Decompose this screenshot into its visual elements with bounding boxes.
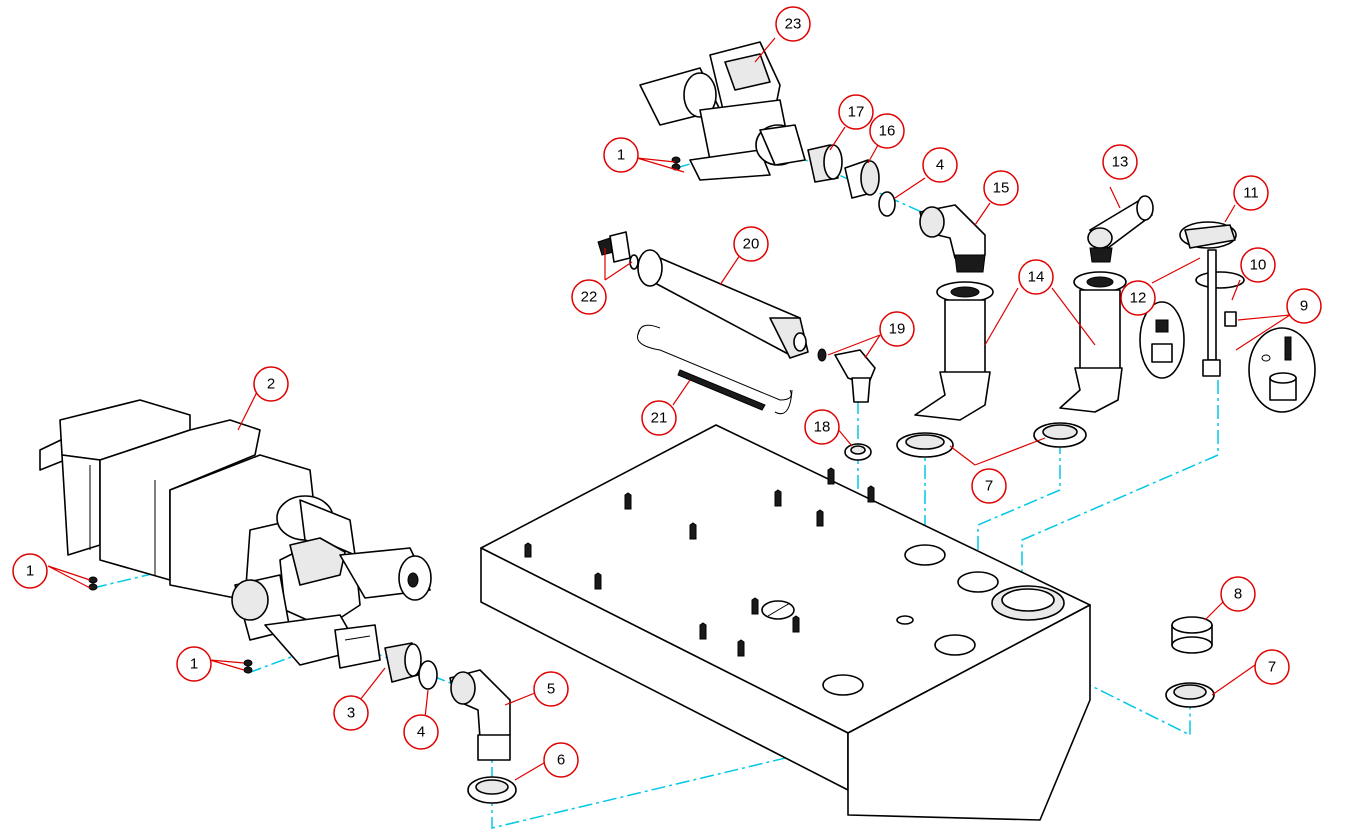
callout-20-label: 20 xyxy=(743,236,760,253)
callout-14: 14 xyxy=(1018,259,1054,295)
callout-13: 13 xyxy=(1102,144,1138,180)
callout-6: 6 xyxy=(543,742,579,778)
callout-16-label: 16 xyxy=(879,123,896,140)
callout-18-label: 18 xyxy=(814,419,831,436)
callout-1-lower-label: 1 xyxy=(190,656,198,673)
part-6-flange xyxy=(467,776,517,804)
callout-7-right-label: 7 xyxy=(1268,659,1276,676)
callout-18: 18 xyxy=(804,409,840,445)
part-13-elbow xyxy=(1087,195,1154,263)
callout-15: 15 xyxy=(983,170,1019,206)
callout-4-upper-label: 4 xyxy=(936,157,944,174)
callout-15-label: 15 xyxy=(993,180,1010,197)
callout-4-lower-label: 4 xyxy=(417,724,425,741)
callout-1-top-label: 1 xyxy=(617,147,625,164)
tank-studs xyxy=(524,467,875,657)
part-12-fitting xyxy=(1139,301,1185,379)
part-4-oring-lower xyxy=(418,660,438,690)
part-11-level-sender xyxy=(1179,221,1245,377)
callout-11: 11 xyxy=(1233,175,1269,211)
callout-21: 21 xyxy=(641,400,677,436)
callout-12-label: 12 xyxy=(1130,290,1147,307)
callout-1-left: 1 xyxy=(12,553,48,589)
callout-14-label: 14 xyxy=(1028,269,1045,286)
part-5-elbow xyxy=(449,669,511,761)
part-7-flange-b xyxy=(1033,422,1087,448)
callout-8-label: 8 xyxy=(1234,586,1242,603)
part-23-pump xyxy=(639,41,806,181)
callout-9-label: 9 xyxy=(1300,298,1308,315)
macerator-pump-assembly xyxy=(39,399,432,669)
callout-21-label: 21 xyxy=(651,410,668,427)
part-17-coupling xyxy=(807,144,843,183)
callout-2-label: 2 xyxy=(267,376,275,393)
callout-1-left-label: 1 xyxy=(26,563,34,580)
part-9-float xyxy=(1248,327,1316,413)
callout-23: 23 xyxy=(775,6,811,42)
callout-23-label: 23 xyxy=(785,16,802,33)
callout-4-lower: 4 xyxy=(403,714,439,750)
callout-13-label: 13 xyxy=(1112,154,1129,171)
part-20-filter xyxy=(637,249,809,359)
holding-tank xyxy=(480,424,1091,821)
callout-8: 8 xyxy=(1220,576,1256,612)
callout-19: 19 xyxy=(879,311,915,347)
part-16-nut xyxy=(844,159,880,199)
callout-22: 22 xyxy=(571,279,607,315)
callout-17-label: 17 xyxy=(848,104,865,121)
callout-7-right: 7 xyxy=(1254,649,1290,685)
part-8-cap xyxy=(1171,616,1213,654)
part-14-pipe-right xyxy=(1059,271,1127,413)
callout-9: 9 xyxy=(1286,288,1322,324)
callout-6-label: 6 xyxy=(557,752,565,769)
callout-2: 2 xyxy=(253,366,289,402)
callout-17: 17 xyxy=(838,94,874,130)
part-7-flange-c xyxy=(1165,682,1215,708)
callout-1-top: 1 xyxy=(603,137,639,173)
part-15-elbow xyxy=(919,204,986,273)
callout-7-top-label: 7 xyxy=(985,478,993,495)
part-3-threaded-coupling xyxy=(384,642,422,683)
callout-5: 5 xyxy=(533,671,569,707)
callout-22-label: 22 xyxy=(581,289,598,306)
callout-20: 20 xyxy=(733,226,769,262)
callout-11-label: 11 xyxy=(1243,185,1259,202)
callout-1-lower: 1 xyxy=(176,646,212,682)
part-4-oring-upper xyxy=(878,191,896,217)
callout-10-label: 10 xyxy=(1250,257,1267,274)
part-18-grommet xyxy=(844,443,872,461)
callout-5-label: 5 xyxy=(547,681,555,698)
callout-leaders xyxy=(47,37,1291,781)
callout-7-top: 7 xyxy=(971,468,1007,504)
callout-16: 16 xyxy=(869,113,905,149)
part-21-bracket xyxy=(637,324,793,415)
part-7-flange-a xyxy=(896,432,954,458)
callout-4-upper: 4 xyxy=(922,147,958,183)
part-14-pipe-left xyxy=(914,281,994,421)
callout-12: 12 xyxy=(1120,280,1156,316)
callout-3: 3 xyxy=(333,695,369,731)
callout-10: 10 xyxy=(1240,247,1276,283)
part-22-fittings xyxy=(597,231,639,270)
callout-3-label: 3 xyxy=(347,705,355,722)
callout-19-label: 19 xyxy=(889,321,906,338)
part-19-elbow-fitting xyxy=(817,348,876,403)
